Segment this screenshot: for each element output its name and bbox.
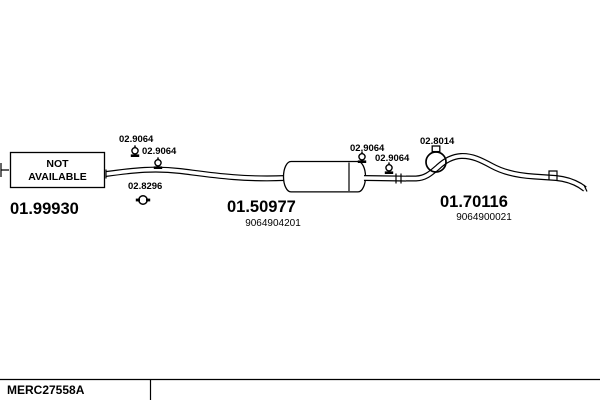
clamp-label-1: 02.9064 (119, 134, 154, 145)
part-code-front: 01.99930 (10, 200, 79, 218)
left-edge-tick (0, 163, 9, 177)
clamp-label-3: 02.9064 (350, 143, 385, 154)
clamp-icon-4 (384, 161, 394, 175)
muffler (282, 160, 407, 193)
bracket-icon (135, 195, 151, 205)
not-available-line1: NOT (46, 158, 69, 170)
front-pipe (105, 166, 286, 182)
oem-ref-middle: 9064904201 (245, 218, 301, 229)
rear-pipe (406, 152, 588, 192)
footer-bar: MERC27558A (0, 378, 600, 400)
rear-pipe-end-tick (583, 184, 588, 192)
oem-ref-rear: 9064900021 (456, 212, 512, 223)
part-code-middle: 01.50977 (227, 198, 296, 216)
clamp-label-4: 02.9064 (375, 153, 410, 164)
ring-clamp-label: 02.8014 (420, 136, 455, 147)
not-available-box (9, 151, 106, 189)
clamp-icon-1 (130, 144, 140, 158)
not-available-line2: AVAILABLE (28, 171, 87, 183)
part-code-rear: 01.70116 (440, 193, 508, 211)
clamp-label-2: 02.9064 (142, 146, 177, 157)
ring-clamp-icon (425, 145, 447, 173)
rear-hanger-bracket (548, 170, 558, 180)
footer-catalog-code: MERC27558A (7, 383, 85, 397)
clamp-icon-2 (153, 156, 163, 170)
bracket-label: 02.8296 (128, 181, 162, 192)
